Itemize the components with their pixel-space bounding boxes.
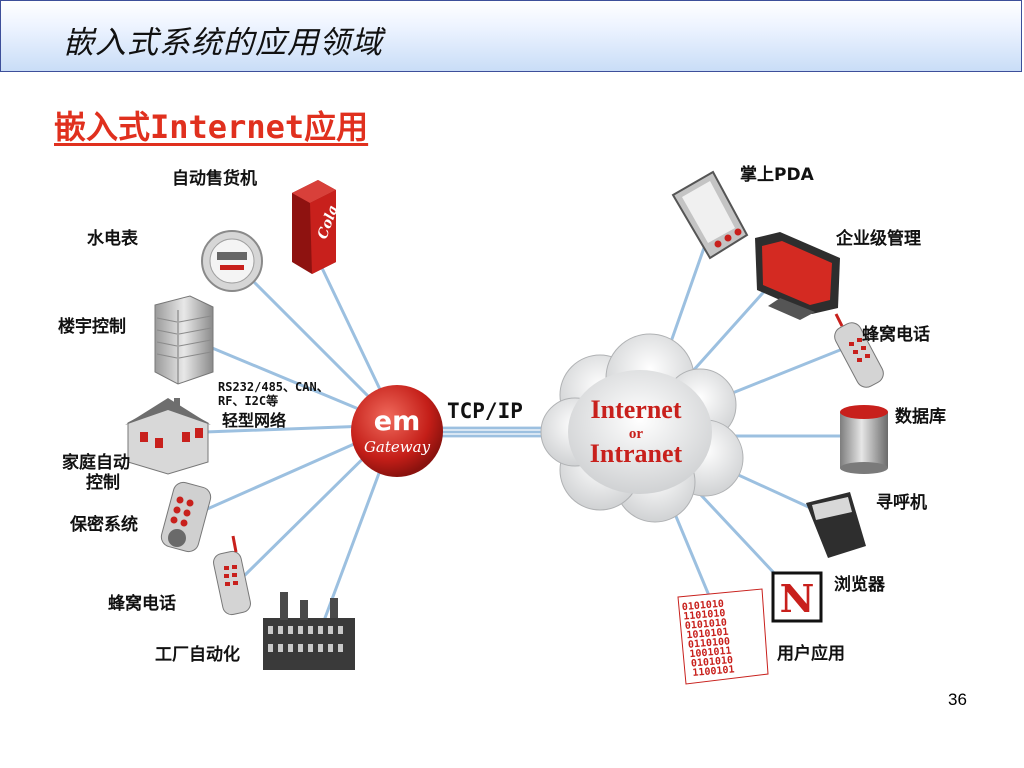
- label-pager: 寻呼机: [876, 492, 927, 513]
- pager-icon: [806, 492, 866, 558]
- cell-phone-right-icon: [834, 313, 884, 388]
- security-keypad-icon: [160, 481, 212, 553]
- label-browser: 浏览器: [834, 574, 886, 595]
- label-home-automation-1: 家庭自动: [62, 452, 130, 473]
- label-home-automation-2: 控制: [86, 472, 120, 493]
- tcpip-label: TCP/IP: [447, 399, 523, 423]
- label-enterprise-management: 企业级管理: [835, 228, 921, 249]
- label-user-application: 用户应用: [777, 643, 845, 664]
- database-icon: [840, 405, 888, 474]
- label-meter: 水电表: [87, 228, 139, 249]
- binary-text-line: 1101010: [683, 608, 726, 623]
- pda-icon: [671, 170, 749, 260]
- binary-text-line: 0101010: [684, 617, 727, 632]
- bus-note-line2: RF、I2C等: [218, 393, 278, 408]
- browser-icon: N: [771, 571, 823, 623]
- gateway-label: Gateway: [364, 438, 431, 456]
- label-security-system: 保密系统: [69, 514, 138, 535]
- meter-icon: [201, 230, 263, 292]
- label-pda: 掌上PDA: [740, 164, 815, 185]
- binary-text-line: 1100101: [692, 664, 735, 679]
- bus-note-line1: RS232/485、CAN、: [218, 380, 329, 394]
- cloud-intranet-text: Intranet: [590, 439, 683, 468]
- label-database: 数据库: [895, 406, 946, 427]
- cloud-internet-text: Internet: [591, 395, 682, 424]
- internet-cloud: Internet or Intranet: [540, 333, 744, 523]
- building-icon: [154, 295, 214, 385]
- em-gateway: em Gateway: [351, 385, 443, 477]
- label-vending-machine: 自动售货机: [172, 168, 257, 189]
- binary-text-line: 0110100: [688, 636, 731, 651]
- gateway-em-text: em: [374, 406, 420, 437]
- factory-icon: [263, 592, 355, 670]
- page-number: 36: [948, 690, 967, 709]
- binary-text-line: 1010101: [686, 627, 729, 642]
- binary-sheet-icon: 0101010110101001010101010101011010010010…: [677, 588, 769, 685]
- label-building-control: 楼宇控制: [58, 316, 126, 337]
- binary-text-line: 0101010: [691, 655, 734, 670]
- label-factory-automation: 工厂自动化: [155, 644, 240, 665]
- cell-phone-left-icon: [213, 535, 251, 616]
- bus-note-line3: 轻型网络: [222, 411, 286, 430]
- section-heading: 嵌入式Internet应用: [54, 108, 369, 146]
- monitor-icon: [755, 232, 840, 320]
- browser-logo-text: N: [780, 576, 815, 621]
- binary-text-lines: 0101010110101001010101010101011010010010…: [681, 599, 735, 679]
- cloud-or-text: or: [629, 426, 644, 442]
- title-bar: 嵌入式系统的应用领域: [0, 0, 1022, 72]
- binary-text-line: 1001011: [689, 646, 732, 661]
- binary-text-line: 0101010: [681, 599, 724, 614]
- label-cellular-phone-right: 蜂窝电话: [862, 324, 930, 345]
- slide-title: 嵌入式系统的应用领域: [63, 25, 383, 61]
- house-icon: [125, 398, 211, 475]
- vending-machine-icon: Cola: [292, 180, 342, 274]
- label-cellular-phone-left: 蜂窝电话: [108, 593, 176, 614]
